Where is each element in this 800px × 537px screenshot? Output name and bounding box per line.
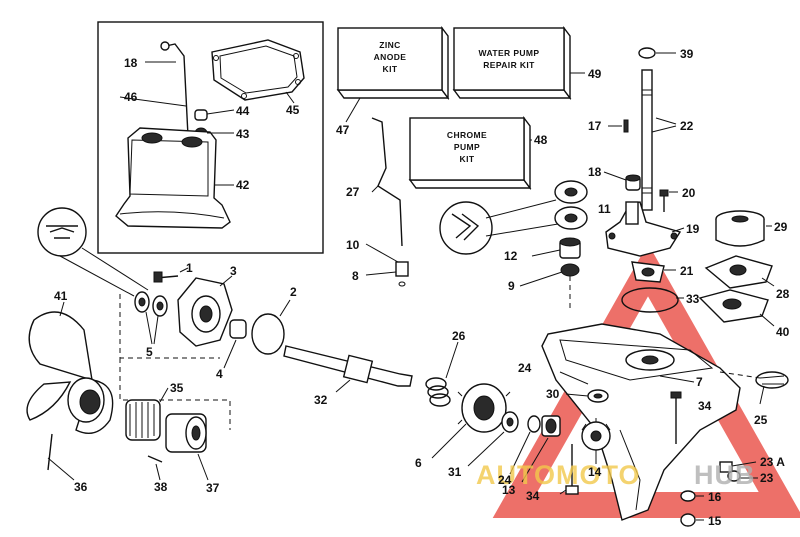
label-6: 6 [415, 456, 422, 470]
label-40: 40 [776, 325, 790, 339]
shaft-detail-callout [37, 207, 149, 297]
label-36: 36 [74, 480, 88, 494]
seal-parts [554, 180, 588, 230]
label-15: 15 [708, 514, 722, 528]
zinc-anode-kit-box: ZINC ANODE KIT [336, 25, 450, 123]
label-4: 4 [216, 367, 223, 381]
label-5: 5 [146, 345, 153, 359]
label-41: 41 [54, 289, 68, 303]
part-labels: 1 2 3 4 5 6 7 8 9 10 11 12 13 14 15 16 1… [54, 47, 790, 528]
label-38: 38 [154, 480, 168, 494]
shift-rod [371, 117, 403, 247]
inset-panel [97, 21, 324, 254]
label-49: 49 [588, 67, 602, 81]
label-34-upper: 34 [698, 399, 712, 413]
bearing-carrier [177, 277, 233, 347]
impeller [715, 210, 765, 247]
label-24-lower: 24 [498, 473, 512, 487]
water-pump-kit-box: WATER PUMP REPAIR KIT [452, 25, 585, 101]
label-47: 47 [336, 123, 350, 137]
label-37: 37 [206, 481, 220, 495]
label-29: 29 [774, 220, 788, 234]
label-9: 9 [508, 279, 515, 293]
watermark-text-left: AUTOMOTO [476, 460, 641, 490]
label-16: 16 [708, 490, 722, 504]
label-11: 11 [598, 202, 611, 216]
label-25: 25 [754, 413, 768, 427]
thrust-hub [165, 413, 207, 453]
label-1: 1 [186, 261, 193, 275]
label-7: 7 [696, 375, 703, 389]
zinc-kit-line-3: KIT [383, 64, 398, 74]
watermark-text: AUTOMOTO HUB [476, 460, 756, 490]
label-33: 33 [686, 292, 700, 306]
label-18-inset: 18 [124, 56, 138, 70]
label-3: 3 [230, 264, 237, 278]
label-20: 20 [682, 186, 696, 200]
label-21: 21 [680, 264, 694, 278]
spline-drive [125, 399, 161, 441]
spring [425, 377, 451, 407]
water-pump-kit-line-1: WATER PUMP [479, 48, 540, 58]
label-48: 48 [534, 133, 548, 147]
label-44: 44 [236, 104, 250, 118]
zinc-kit-line-2: ANODE [374, 52, 407, 62]
chrome-kit-line-3: KIT [460, 154, 475, 164]
label-23a: 23 A [760, 455, 785, 469]
label-24-upper: 24 [518, 361, 532, 375]
pinion-gear [581, 418, 611, 451]
watermark-text-right: HUB [694, 460, 756, 490]
clutch-gear [457, 383, 511, 433]
pump-housing [605, 201, 682, 257]
zinc-kit-line-1: ZINC [379, 40, 400, 50]
label-46: 46 [124, 90, 138, 104]
label-34-lower: 34 [526, 489, 540, 503]
label-2: 2 [290, 285, 297, 299]
label-30: 30 [546, 387, 560, 401]
label-10: 10 [346, 238, 360, 252]
propeller-shaft [283, 345, 413, 387]
label-45: 45 [286, 103, 300, 117]
drive-shaft [641, 69, 653, 211]
label-31: 31 [448, 465, 462, 479]
label-14: 14 [588, 465, 602, 479]
bushing-part [395, 261, 409, 277]
label-18: 18 [588, 165, 602, 179]
label-19: 19 [686, 222, 700, 236]
chrome-kit-line-1: CHROME [447, 130, 487, 140]
chrome-pump-kit-box: CHROME PUMP KIT [408, 115, 532, 191]
label-28: 28 [776, 287, 790, 301]
anode-part [755, 371, 789, 389]
label-39: 39 [680, 47, 694, 61]
label-22: 22 [680, 119, 694, 133]
label-43: 43 [236, 127, 250, 141]
chrome-kit-line-2: PUMP [454, 142, 480, 152]
label-26: 26 [452, 329, 466, 343]
label-12: 12 [504, 249, 518, 263]
label-27: 27 [346, 185, 360, 199]
label-42: 42 [236, 178, 250, 192]
label-8: 8 [352, 269, 359, 283]
label-13: 13 [502, 483, 516, 497]
label-17: 17 [588, 119, 602, 133]
seal-detail-callout [439, 199, 559, 255]
water-pump-kit-line-2: REPAIR KIT [483, 60, 535, 70]
label-23: 23 [760, 471, 774, 485]
label-32: 32 [314, 393, 328, 407]
label-35: 35 [170, 381, 184, 395]
propeller [26, 311, 114, 434]
